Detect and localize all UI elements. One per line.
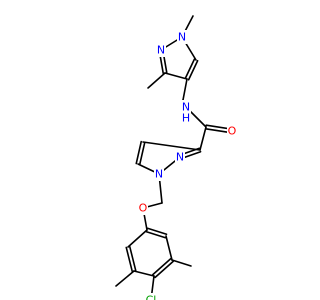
bond-c8-c9-double [135, 140, 143, 165]
bond-c4-c5-double [184, 58, 196, 80]
carbonyl-oxygen-backdrop [227, 124, 237, 138]
bond-c16-c11 [127, 229, 148, 248]
bond-c6-c7 [199, 126, 207, 151]
bond-c15-c16-double [125, 246, 134, 273]
n1-methyl-pyrazole-nitrogen-label: N [178, 31, 186, 44]
bond-c12-c13 [165, 235, 173, 261]
bond-c3-c4 [164, 72, 188, 80]
n1-pyrazole-ring2-nitrogen-label: N [155, 168, 163, 181]
amide-nitrogen-label: N [182, 101, 190, 114]
chlorine-backdrop [143, 293, 159, 300]
bond-c9-c7 [142, 141, 201, 151]
n2-pyrazole-ring2-nitrogen-backdrop [175, 150, 185, 164]
bond-c3-me3 [147, 72, 166, 89]
amide-hydrogen-backdrop [181, 111, 191, 125]
bond-c15-me15 [115, 270, 135, 287]
bond-c13-c14-double [152, 257, 172, 276]
bond-c13-c14-double [154, 260, 174, 279]
n2-pyrazole-ring2-nitrogen-label: N [176, 151, 184, 164]
ether-oxygen-backdrop [138, 201, 148, 215]
amide-nitrogen-backdrop [181, 100, 191, 114]
bond-layer [115, 15, 234, 300]
n2-pyrazole-nitrogen-label: N [157, 44, 165, 57]
n2-pyrazole-nitrogen-backdrop [156, 43, 166, 57]
n1-methyl-pyrazole-nitrogen-backdrop [177, 30, 187, 44]
bond-c4-c5-double [187, 59, 199, 81]
bond-c11-c12-double [145, 230, 167, 239]
chlorine-label: Cl [146, 294, 157, 300]
carbonyl-oxygen-label: O [228, 125, 237, 138]
bond-c4-ch2a [182, 78, 188, 101]
amide-hydrogen-label: H [182, 112, 190, 125]
n1-pyrazole-ring2-nitrogen-backdrop [154, 167, 164, 181]
bond-c13-me13 [171, 259, 192, 267]
bond-c15-c16-double [128, 245, 137, 272]
bond-c8-c9-double [138, 141, 146, 166]
bond-c14-c15 [133, 270, 155, 277]
bond-c11-c12-double [146, 227, 168, 236]
ether-oxygen-label: O [139, 202, 148, 215]
